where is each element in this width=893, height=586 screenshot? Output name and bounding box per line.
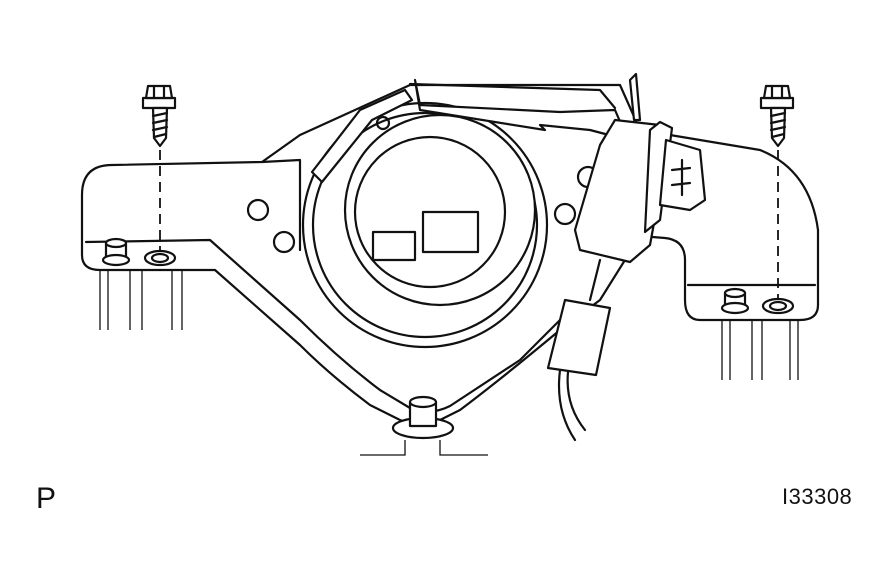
wire-harness xyxy=(557,258,602,442)
clip-pin xyxy=(375,115,391,131)
bolt-icon xyxy=(141,84,177,148)
left-flange-edge xyxy=(84,238,562,413)
hub-label-small xyxy=(371,230,417,262)
hub-label-large xyxy=(421,210,480,254)
screw-hole-icon xyxy=(768,300,788,312)
left-clip xyxy=(310,88,414,184)
bottom-mount xyxy=(360,395,488,456)
screw-hole-icon xyxy=(553,202,577,226)
screw-hole-icon xyxy=(246,198,270,222)
cable-cover-top xyxy=(408,82,617,110)
left-bracket-legs xyxy=(99,262,183,330)
outer-ring-inner-edge xyxy=(311,111,539,339)
right-boss xyxy=(720,287,750,315)
figure-id-label: I33308 xyxy=(782,484,853,509)
screw-hole-icon xyxy=(272,230,296,254)
top-cover-edge xyxy=(260,158,302,252)
connector-icon xyxy=(573,72,707,264)
view-letter-label: P xyxy=(36,482,57,515)
bolt-icon xyxy=(759,84,795,148)
left-boss xyxy=(101,237,131,267)
wire-boot xyxy=(546,298,612,377)
screw-hole-icon xyxy=(150,252,170,264)
right-bracket-legs xyxy=(721,312,799,380)
